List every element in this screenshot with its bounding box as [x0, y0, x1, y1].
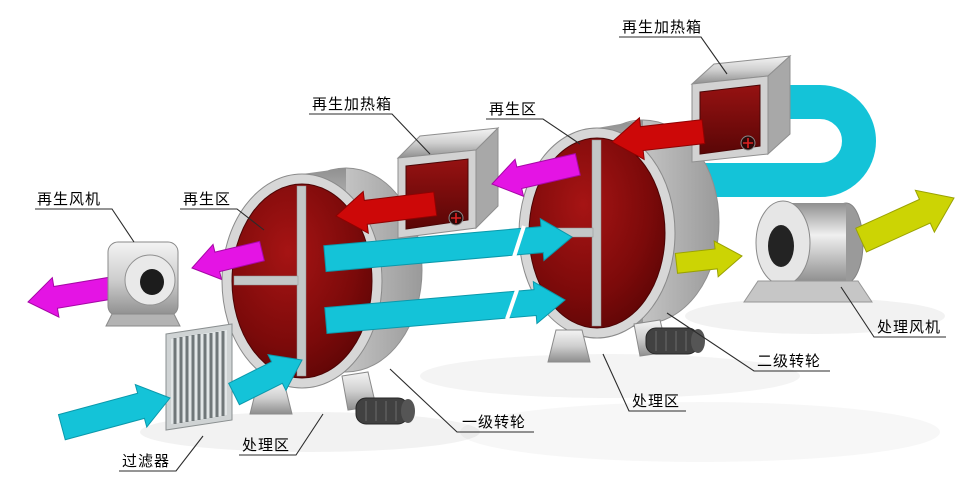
hot-air-arrow-2-shape — [611, 116, 706, 161]
label-regen-zone-1-text: 再生区 — [183, 191, 231, 208]
regen-fan-inlet-hole — [140, 269, 164, 295]
interstage-duct-lower — [324, 280, 566, 334]
rotor1-motor-ribs — [365, 401, 397, 421]
shadow-process-fan — [685, 298, 945, 334]
hot-air-arrow-2 — [611, 116, 706, 161]
rotor2-foot — [547, 329, 591, 363]
regen-heater-box-2 — [690, 54, 792, 163]
regen-exhaust-arrow-rotor1 — [191, 240, 265, 281]
process-fan-inlet-hole — [768, 225, 794, 267]
label-process-fan-leader — [840, 286, 946, 338]
regen-fan — [105, 241, 181, 327]
label-process-zone-2-leader — [602, 353, 686, 412]
heater2-fan-blades — [743, 138, 753, 148]
interstage-duct-upper — [323, 217, 573, 273]
labels: 再生风机 再生区 再生加热箱 再生区 再生加热箱 过滤器 处理区 一级转轮 — [35, 19, 946, 472]
dry-air-outlet-arrow-shape — [855, 189, 955, 253]
rotor1-motor — [355, 397, 409, 425]
regen-exhaust-arrow-rotor2-shape — [491, 153, 581, 198]
regen-fan-base — [105, 313, 181, 327]
label-filter-leader — [119, 435, 204, 472]
regen-exhaust-arrow-rotor2 — [491, 153, 581, 198]
label-rotor-1-text: 一级转轮 — [462, 414, 526, 431]
air-filter — [165, 323, 233, 431]
process-air-inlet-arrow — [57, 383, 171, 441]
label-rotor-2: 二级转轮 — [666, 312, 830, 372]
label-process-fan: 处理风机 — [840, 286, 946, 338]
rotor-2 — [518, 119, 720, 363]
rotor1-motor-cap — [401, 399, 415, 423]
hot-air-arrow-1 — [335, 190, 438, 235]
rotor2-spoke-vertical — [591, 139, 602, 327]
label-rotor-2-text: 二级转轮 — [757, 353, 821, 370]
label-regen-heater-1-leader — [309, 113, 431, 155]
label-rotor-1: 一级转轮 — [389, 368, 534, 433]
label-regen-heater-1: 再生加热箱 — [309, 96, 431, 155]
label-regen-zone-2-text: 再生区 — [489, 101, 537, 118]
process-fan-base — [743, 280, 873, 303]
duct-joint-marks — [505, 225, 526, 320]
label-regen-zone-2-leader — [486, 118, 581, 145]
label-regen-zone-1: 再生区 — [180, 191, 265, 231]
label-regen-fan-leader — [35, 208, 135, 243]
heater1-fan-blades — [451, 213, 461, 223]
rotor2-motor-ribs — [655, 331, 687, 351]
interstage-duct-lower-shape — [324, 280, 566, 334]
label-rotor-2-leader — [666, 312, 830, 372]
label-regen-zone-1-leader — [180, 208, 265, 231]
label-process-zone-1-leader — [239, 413, 324, 456]
label-regen-fan: 再生风机 — [35, 191, 135, 243]
regen-exhaust-arrow-rotor1-shape — [191, 240, 265, 281]
label-filter: 过滤器 — [119, 435, 204, 472]
label-process-zone-2-text: 处理区 — [632, 393, 680, 410]
filter-pleats — [173, 331, 225, 424]
label-process-fan-text: 处理风机 — [877, 319, 941, 336]
dry-air-to-fan-arrow-shape — [674, 240, 743, 278]
label-filter-text: 过滤器 — [122, 453, 170, 470]
rotor2-motor-cap — [691, 329, 705, 353]
regen-heater-box-1 — [396, 126, 500, 239]
label-regen-heater-2-text: 再生加热箱 — [622, 19, 702, 36]
label-regen-heater-1-text: 再生加热箱 — [312, 96, 392, 113]
label-regen-heater-2: 再生加热箱 — [619, 19, 728, 75]
label-regen-fan-text: 再生风机 — [37, 191, 101, 208]
regen-return-duct — [668, 85, 876, 197]
label-process-zone-1: 处理区 — [239, 413, 324, 456]
filter-to-rotor1-arrow — [228, 354, 303, 406]
label-regen-heater-2-leader — [619, 36, 728, 75]
process-air-inlet-arrow-shape — [57, 383, 171, 441]
rotor1-spoke-vertical — [296, 185, 307, 377]
filter-to-rotor1-arrow-shape — [228, 354, 303, 406]
process-fan — [743, 200, 873, 303]
label-regen-zone-2: 再生区 — [486, 101, 581, 145]
label-rotor-1-leader — [389, 368, 534, 433]
shadow-rotor2 — [420, 354, 800, 398]
hot-air-arrow-1-shape — [335, 190, 438, 235]
interstage-duct-upper-shape — [323, 217, 573, 273]
rotor2-motor — [645, 327, 699, 355]
dry-air-outlet-arrow — [855, 189, 955, 253]
label-process-zone-1-text: 处理区 — [242, 437, 290, 454]
dry-air-to-fan-arrow — [674, 240, 743, 278]
label-process-zone-2: 处理区 — [602, 353, 686, 412]
rotor1-spoke-horizontal — [233, 275, 299, 286]
